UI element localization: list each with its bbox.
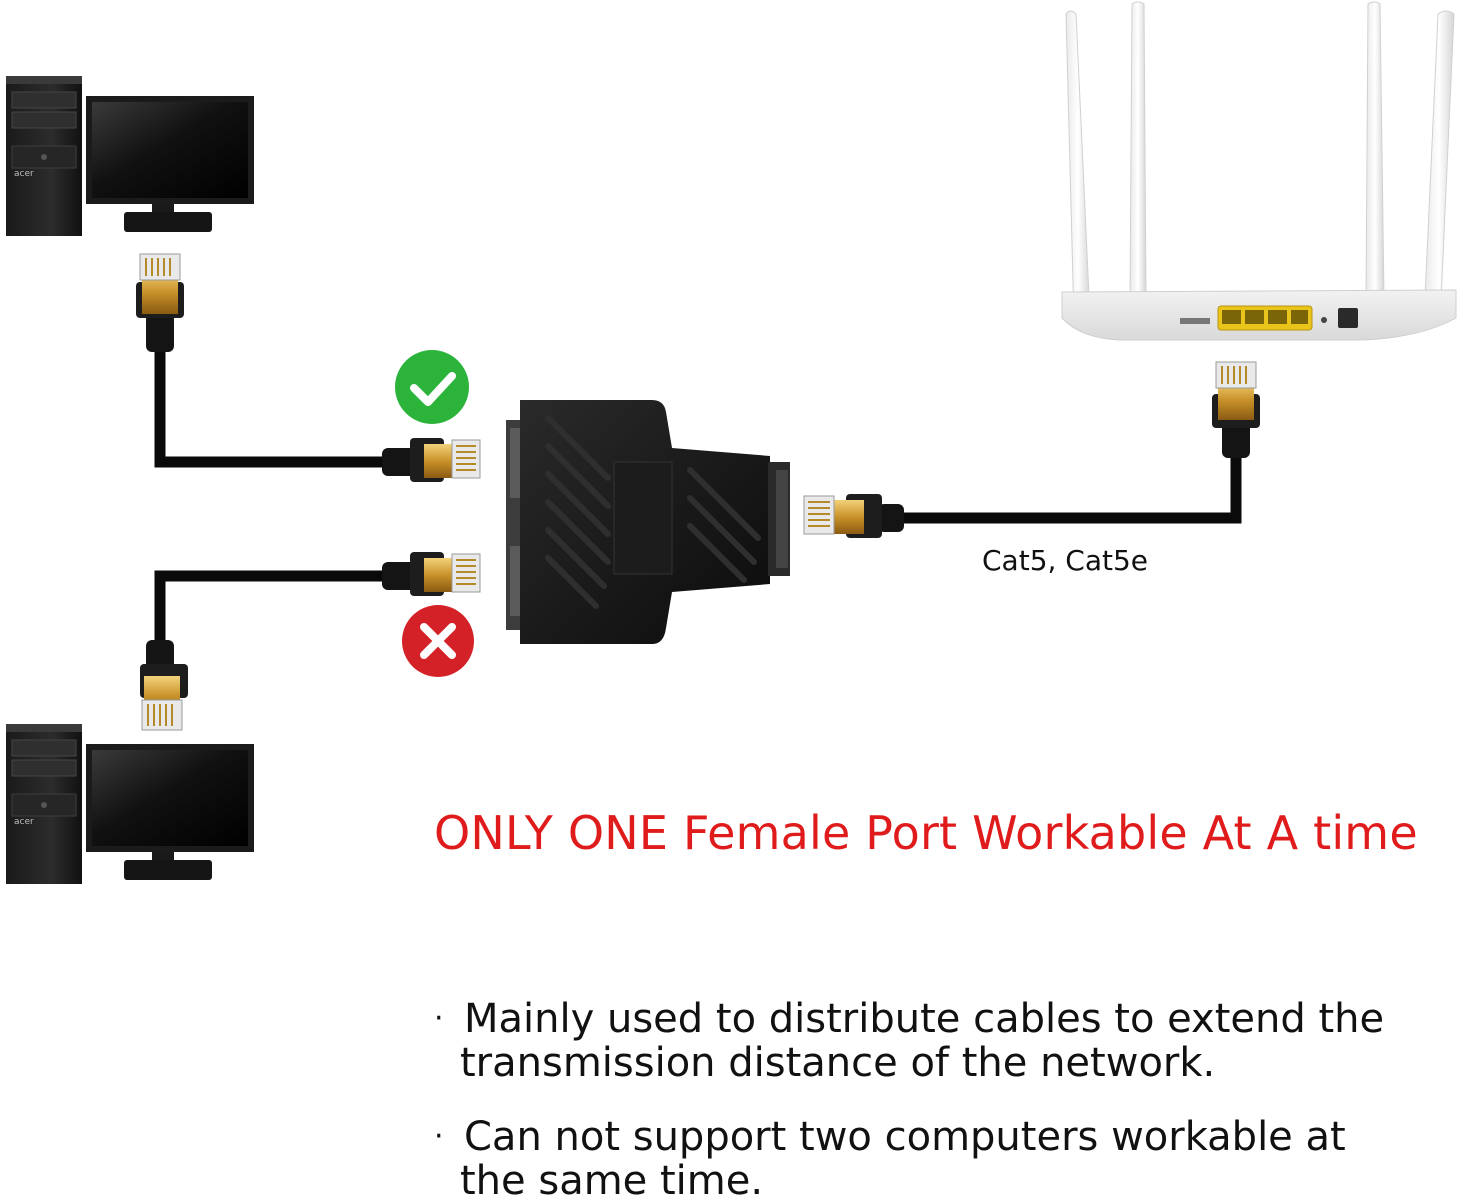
cable-bottom-computer <box>154 570 392 650</box>
bullet-text-line2: transmission distance of the network. <box>460 1040 1216 1086</box>
cable-type-label: Cat5, Cat5e <box>982 544 1149 577</box>
rj45-plug-icon <box>1212 361 1260 458</box>
bullet-text-line2: the same time. <box>460 1158 764 1204</box>
rj45-plug-icon <box>803 494 904 538</box>
rj45-splitter-adapter <box>506 400 790 644</box>
rj45-plug-icon <box>382 552 481 596</box>
status-no-icon <box>402 605 474 677</box>
computer-bottom: acer <box>6 724 254 884</box>
router-lan-ports <box>1217 305 1313 331</box>
rj45-plug-icon <box>136 253 184 352</box>
cable-router <box>898 446 1242 524</box>
pc-tower-icon: acer <box>6 76 82 236</box>
headline: ONLY ONE Female Port Workable At A time <box>434 806 1418 860</box>
bullet-dot: · <box>434 1119 444 1154</box>
monitor-icon <box>86 96 254 232</box>
brand-logo: acer <box>14 817 34 827</box>
status-ok-icon <box>395 350 469 424</box>
bullet-text-line1: Mainly used to distribute cables to exte… <box>464 996 1385 1042</box>
router-icon <box>1061 1 1457 341</box>
pc-tower-icon: acer <box>6 724 82 884</box>
bullet-text-line1: Can not support two computers workable a… <box>464 1114 1346 1160</box>
rj45-plug-icon <box>382 438 481 482</box>
monitor-icon <box>86 744 254 880</box>
checkmark-icon <box>410 372 456 406</box>
computer-top: acer <box>6 76 254 236</box>
cable-top-computer <box>154 328 392 468</box>
bullet-dot: · <box>434 1001 444 1036</box>
brand-logo: acer <box>14 169 34 179</box>
rj45-plug-icon <box>140 640 188 731</box>
cross-icon <box>420 623 456 659</box>
cables <box>154 328 1242 650</box>
